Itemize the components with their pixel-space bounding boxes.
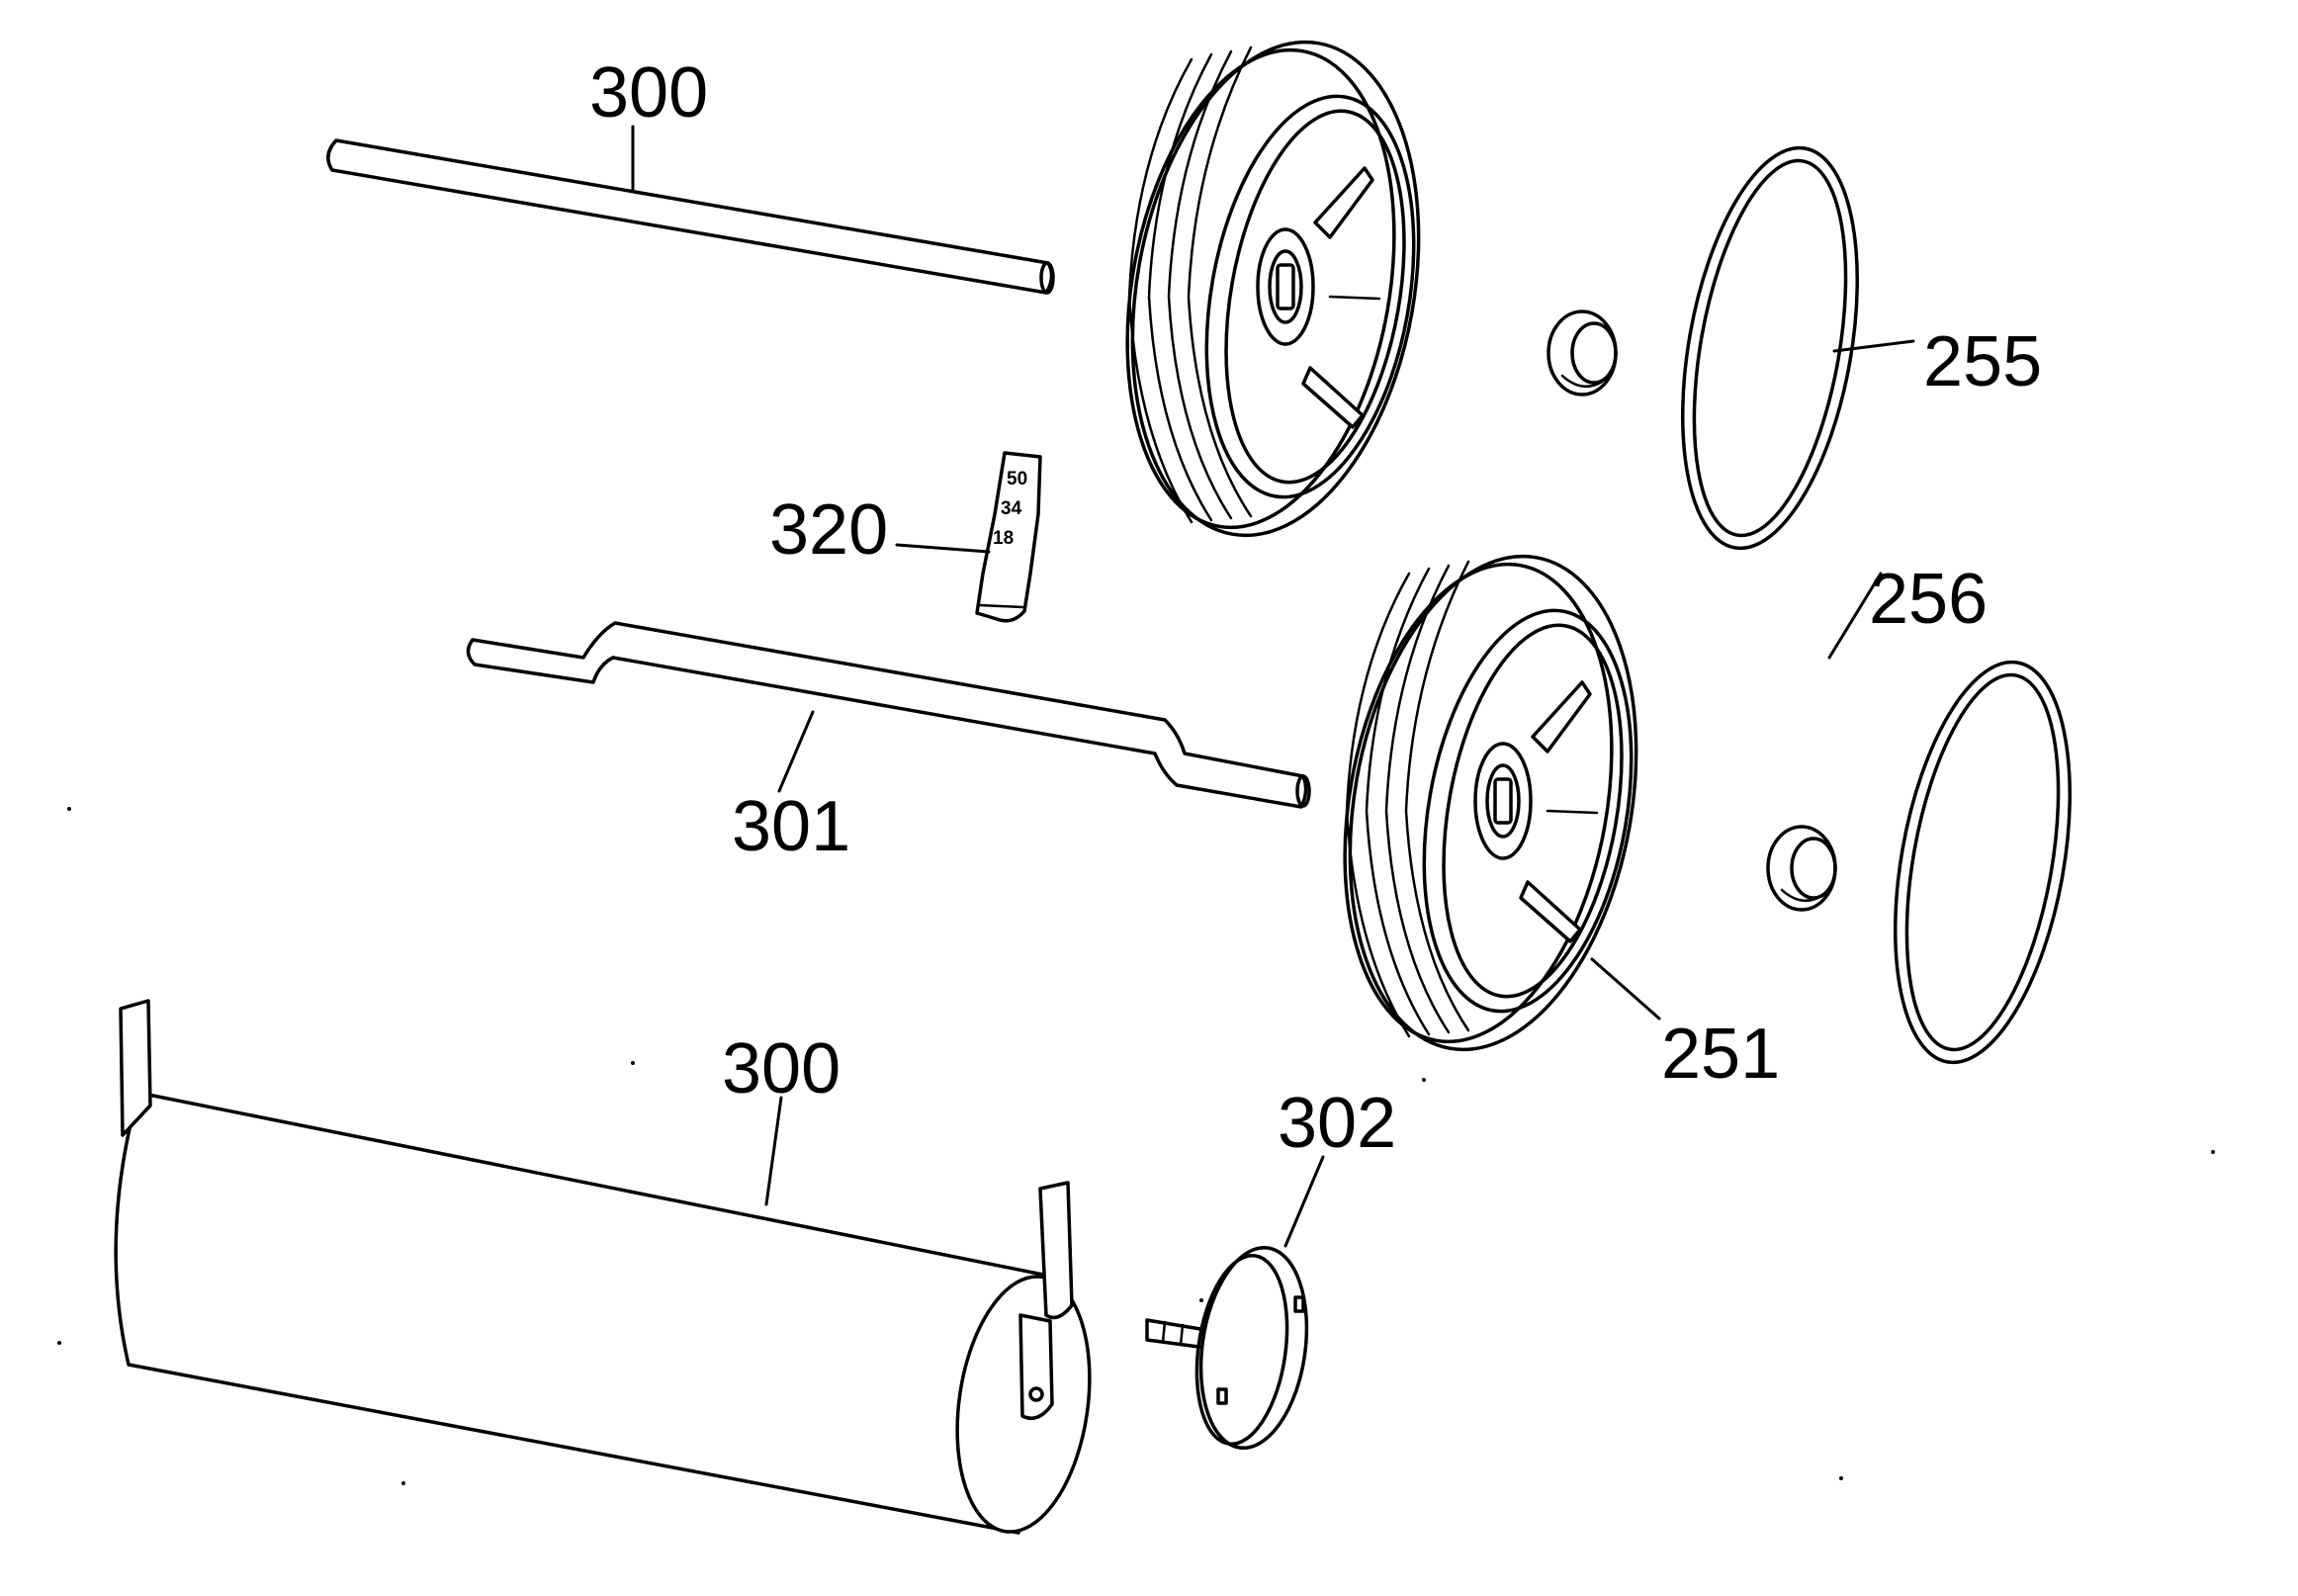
callout-251: 251 [1661, 1015, 1780, 1094]
callout-256: 256 [1869, 560, 1988, 639]
callout-300-cylinder: 300 [722, 1029, 840, 1108]
callout-302: 302 [1278, 1084, 1396, 1163]
ring-upper [1680, 145, 1860, 551]
specks [57, 807, 2215, 1485]
end-cap [1145, 1245, 1309, 1451]
hub-cap-upper [1547, 310, 1618, 397]
straight-axle [326, 138, 1055, 295]
callout-301: 301 [732, 787, 850, 866]
wheel-upper [1125, 40, 1421, 538]
hub-cap-lower [1766, 825, 1837, 912]
ring-lower [1893, 660, 2073, 1065]
roller-cylinder [114, 999, 1092, 1535]
height-scale-34: 34 [1001, 498, 1022, 519]
callouts: 300 320 301 255 256 251 300 302 [589, 53, 2042, 1163]
callout-255: 255 [1923, 322, 2042, 401]
bent-axle [466, 621, 1311, 809]
callout-320: 320 [769, 490, 888, 570]
callout-300-axle: 300 [589, 53, 708, 133]
leader-lines [631, 125, 1915, 1248]
height-indicator: 50 34 18 [975, 451, 1042, 623]
height-scale-18: 18 [993, 528, 1014, 549]
wheel-lower [1343, 554, 1638, 1052]
height-scale-50: 50 [1007, 469, 1027, 489]
